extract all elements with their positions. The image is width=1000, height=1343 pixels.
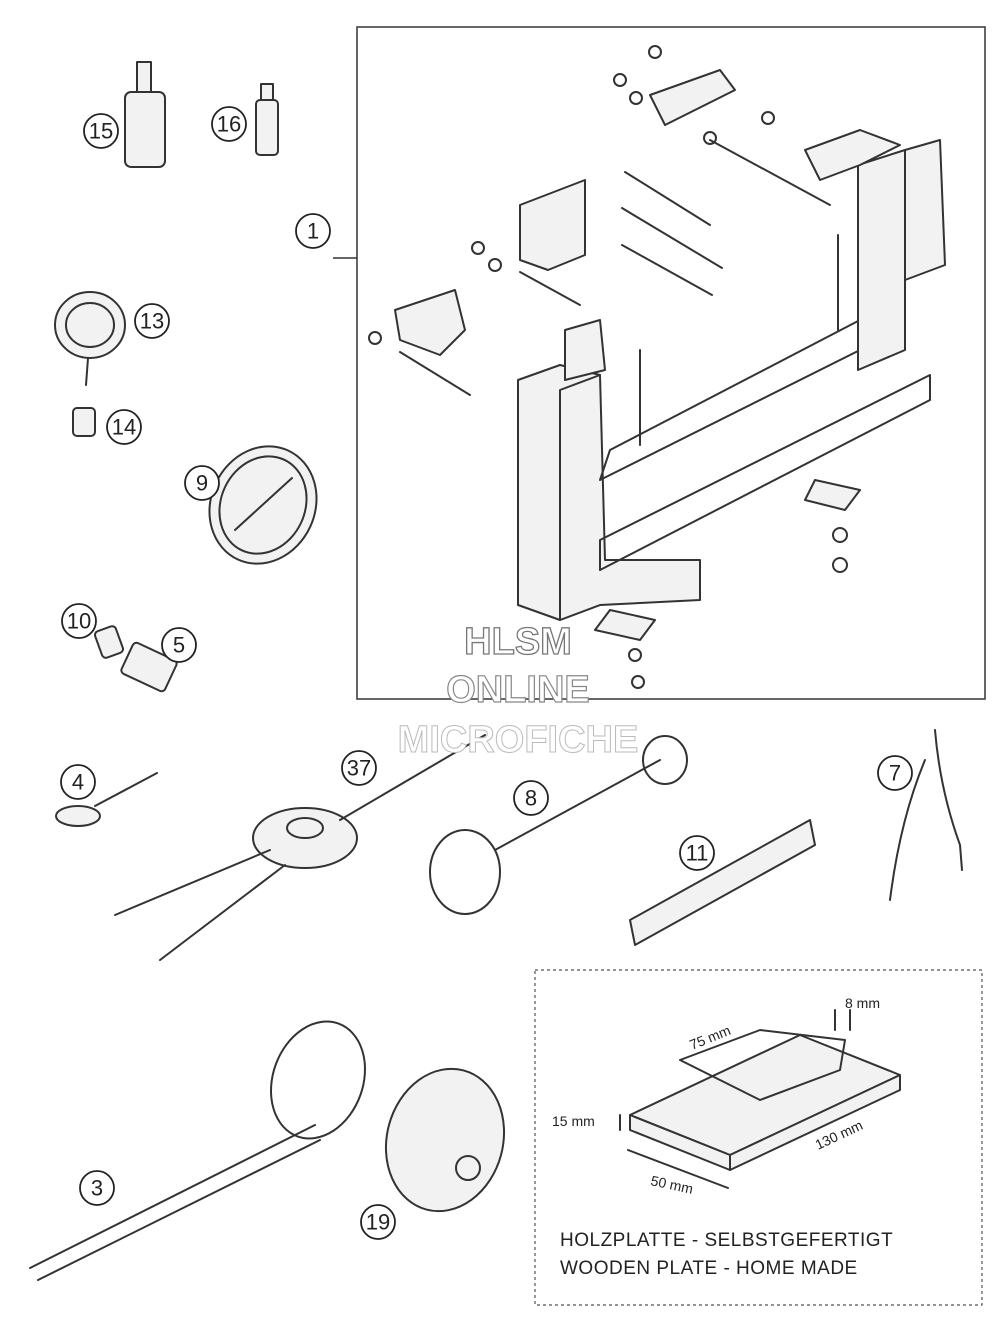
- svg-text:7: 7: [889, 761, 901, 786]
- caption-english: WOODEN PLATE - HOME MADE: [560, 1258, 858, 1279]
- callout-15: 15: [83, 113, 119, 149]
- callout-16: 16: [211, 106, 247, 142]
- dim-50mm: 50 mm: [649, 1172, 694, 1197]
- callout-5: 5: [161, 627, 197, 663]
- svg-text:16: 16: [217, 112, 241, 137]
- svg-text:9: 9: [196, 471, 208, 496]
- callout-10: 10: [61, 603, 97, 639]
- dim-8mm: 8 mm: [845, 995, 880, 1011]
- callout-7: 7: [877, 755, 913, 791]
- item-4-tool: [55, 772, 158, 827]
- callout-19: 19: [360, 1204, 396, 1240]
- callout-4: 4: [60, 764, 96, 800]
- item-9-holding-disc: [208, 445, 318, 565]
- item-7-circlip-pliers: [889, 729, 963, 901]
- svg-text:8: 8: [525, 786, 537, 811]
- svg-text:10: 10: [67, 609, 91, 634]
- watermark-line2: ONLINE: [446, 669, 590, 711]
- svg-text:19: 19: [366, 1210, 390, 1235]
- svg-text:15: 15: [89, 119, 113, 144]
- item-15-sealant-bottle: [124, 61, 166, 168]
- callout-14: 14: [106, 409, 142, 445]
- item-11-feeler-blade: [629, 819, 816, 946]
- svg-text:14: 14: [112, 415, 136, 440]
- watermark-line3: MICROFICHE: [398, 719, 639, 761]
- watermark-line1: HLSM: [464, 621, 572, 663]
- item-13-dial-gauge: [54, 291, 126, 437]
- callout-3: 3: [79, 1170, 115, 1206]
- svg-text:13: 13: [140, 309, 164, 334]
- item-1-frame: [356, 26, 986, 700]
- callout-13: 13: [134, 303, 170, 339]
- callout-9: 9: [184, 465, 220, 501]
- callout-8: 8: [513, 780, 549, 816]
- callout-37: 37: [341, 750, 377, 786]
- caption-german: HOLZPLATTE - SELBSTGEFERTIGT: [560, 1230, 894, 1251]
- item-19-flywheel-puller: [384, 1067, 506, 1213]
- callout-11: 11: [679, 835, 715, 871]
- engine-stand-illustration: [368, 45, 946, 689]
- svg-text:1: 1: [307, 219, 319, 244]
- item-10-5-adapters: [94, 625, 178, 693]
- svg-text:5: 5: [173, 633, 185, 658]
- wooden-plate-illustration: [619, 1009, 901, 1189]
- svg-text:3: 3: [91, 1176, 103, 1201]
- svg-text:4: 4: [72, 770, 84, 795]
- item-37-puller: [114, 734, 486, 961]
- callout-1: 1: [295, 213, 331, 249]
- wooden-plate-frame: [534, 969, 983, 1306]
- svg-text:11: 11: [686, 841, 709, 866]
- item-3-strap-wrench: [29, 1020, 367, 1281]
- svg-text:37: 37: [347, 756, 371, 781]
- dim-15mm: 15 mm: [552, 1113, 595, 1129]
- item-16-small-bottle: [255, 83, 279, 156]
- item-8-wrench: [429, 735, 688, 915]
